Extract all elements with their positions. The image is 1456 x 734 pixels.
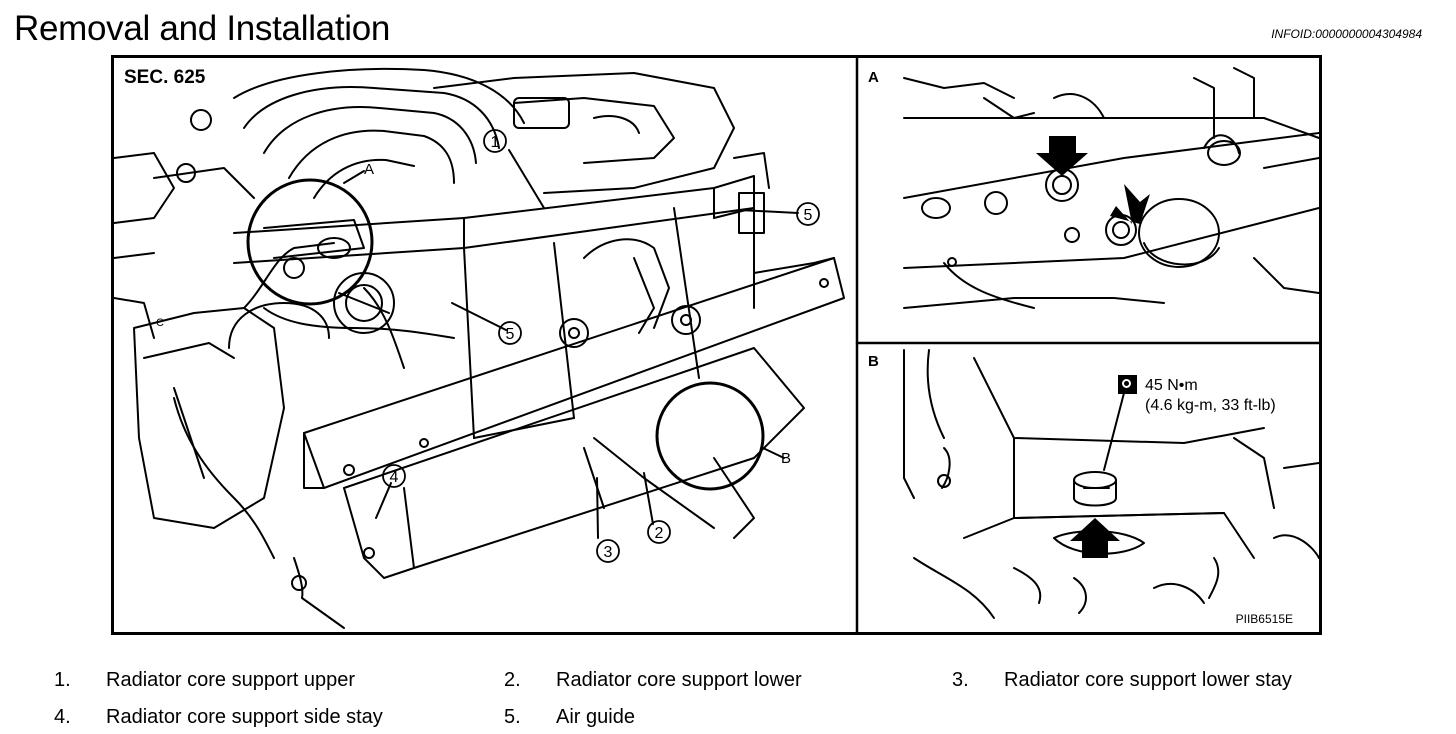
arrow-diagonal-icon bbox=[1110, 184, 1150, 224]
callout-c: C bbox=[156, 317, 164, 329]
torque-value: 45 N•m bbox=[1145, 377, 1198, 394]
panel-a-label: A bbox=[868, 69, 879, 86]
marker-5-right bbox=[796, 202, 820, 226]
torque-detail: (4.6 kg-m, 33 ft-lb) bbox=[1145, 397, 1276, 414]
part-markers bbox=[382, 129, 820, 563]
torque-wrench-icon bbox=[1118, 375, 1137, 394]
marker-2 bbox=[647, 520, 671, 544]
illustration-frame: 1 5 5 4 3 2 bbox=[111, 55, 1322, 635]
torque-spec: 45 N•m (4.6 kg-m, 33 ft-lb) bbox=[1118, 375, 1276, 416]
marker-3-text: 3 bbox=[604, 544, 613, 561]
figure-code: PIIB6515E bbox=[1235, 612, 1293, 626]
arrow-down-icon bbox=[1036, 136, 1088, 176]
panel-b-label: B bbox=[868, 353, 879, 370]
marker-3 bbox=[596, 539, 620, 563]
page-title: Removal and Installation bbox=[14, 9, 391, 48]
marker-5-right-text: 5 bbox=[804, 207, 813, 224]
legend-text: Air guide bbox=[556, 706, 635, 728]
arrow-up-icon bbox=[1070, 518, 1120, 558]
marker-1-text: 1 bbox=[491, 134, 500, 151]
detail-circle-b bbox=[655, 381, 765, 491]
legend-number: 3. bbox=[952, 669, 969, 691]
marker-1 bbox=[483, 129, 507, 153]
legend-number: 4. bbox=[54, 706, 71, 728]
legend-text: Radiator core support side stay bbox=[106, 706, 383, 728]
info-id: INFOID:0000000004304984 bbox=[1271, 27, 1422, 41]
legend-number: 5. bbox=[504, 706, 521, 728]
legend-number: 1. bbox=[54, 669, 71, 691]
marker-2-text: 2 bbox=[655, 525, 664, 542]
engine-bay-drawing bbox=[114, 67, 845, 629]
marker-4-text: 4 bbox=[390, 469, 399, 486]
legend-text: Radiator core support upper bbox=[106, 669, 356, 691]
callout-b: B bbox=[781, 450, 792, 467]
detail-circle-a bbox=[246, 178, 374, 306]
section-label: SEC. 625 bbox=[124, 67, 206, 88]
marker-4 bbox=[382, 464, 406, 488]
callout-a: A bbox=[364, 161, 375, 178]
legend-text: Radiator core support lower stay bbox=[1004, 669, 1292, 691]
legend-text: Radiator core support lower bbox=[556, 669, 802, 691]
legend-number: 2. bbox=[504, 669, 521, 691]
detail-b-drawing bbox=[903, 349, 1319, 619]
marker-5-center-text: 5 bbox=[506, 326, 515, 343]
engine-illustration: 1 5 5 4 3 2 bbox=[114, 58, 1319, 632]
marker-5-center bbox=[498, 321, 522, 345]
detail-a-drawing bbox=[903, 67, 1319, 309]
